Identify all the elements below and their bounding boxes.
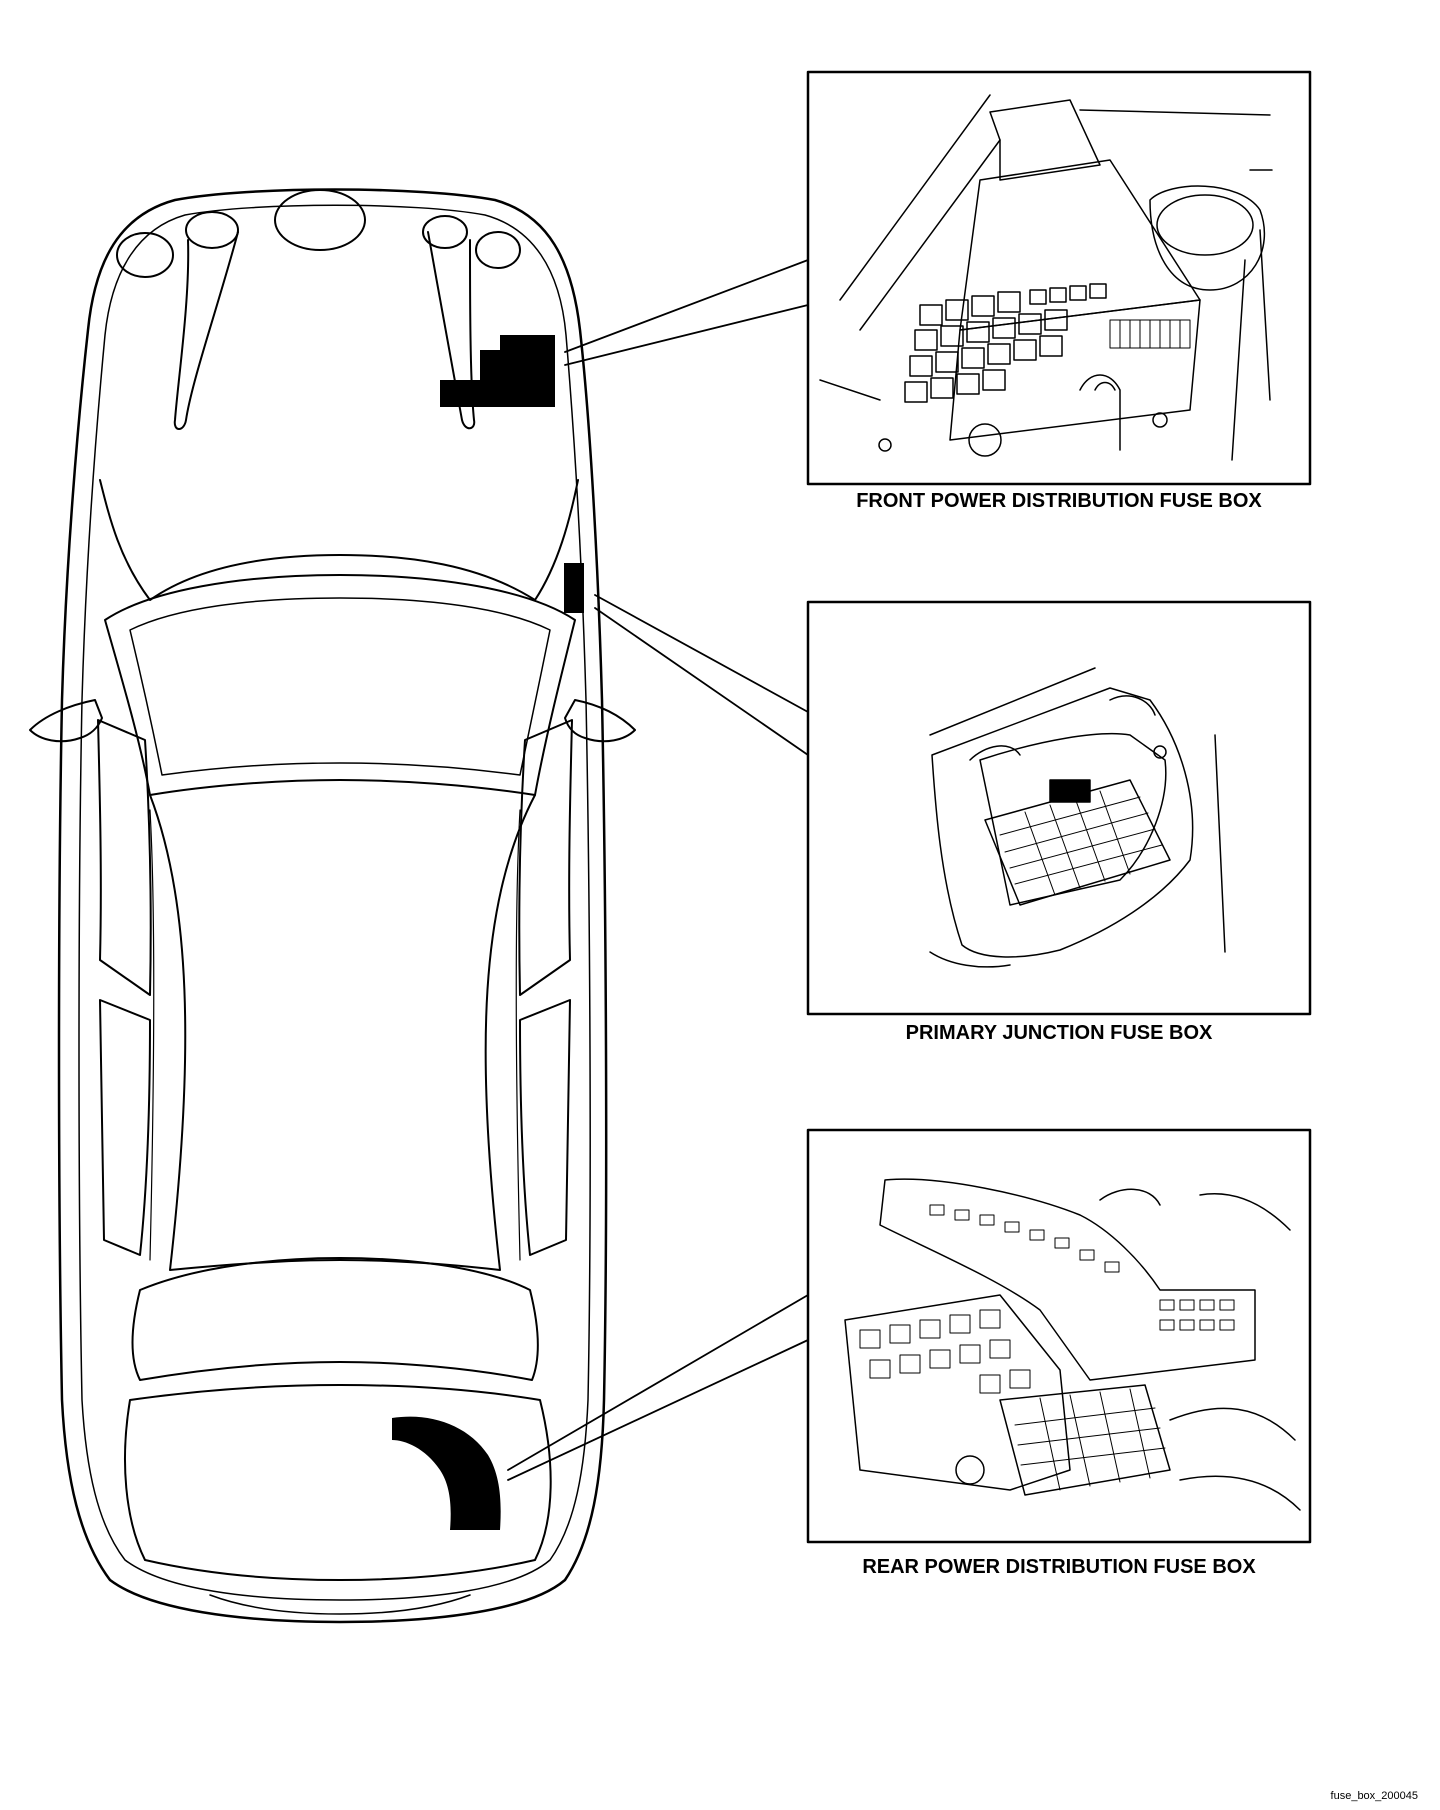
rear-lid: [879, 1178, 1256, 1381]
leader-rear-lower: [507, 1339, 809, 1481]
windscreen-glass: [129, 597, 551, 776]
front-fuse-box-caption: FRONT POWER DISTRIBUTION FUSE BOX: [856, 490, 1262, 512]
rear-fuse-box-marker: [392, 1416, 501, 1530]
side-window-left-rear: [99, 999, 151, 1256]
front-relays: [904, 283, 1107, 403]
rear-relays: [859, 1309, 1031, 1394]
bonnet-shutline: [99, 479, 579, 601]
front-panel-frame: [806, 70, 1312, 486]
roof-outline: [149, 794, 536, 1271]
primary-panel-frame: [806, 600, 1312, 1016]
leader-primary-upper: [594, 594, 809, 713]
front-fuse-box-marker: [440, 335, 555, 407]
roof-line-left: [149, 809, 155, 1261]
rear-fuse-box-illustration: [844, 1178, 1301, 1511]
rear-window: [131, 1257, 539, 1381]
bonnet-ridge-left: [173, 231, 239, 430]
headlight-left-inner: [185, 211, 239, 249]
primary-fuse-box-marker: [564, 563, 584, 613]
mirror-left: [29, 699, 103, 743]
car-body-outline: [57, 188, 608, 1624]
leader-rear-upper: [507, 1294, 809, 1471]
rear-fuse-box-panel: [806, 1128, 1312, 1544]
rear-panel-frame: [806, 1128, 1312, 1544]
side-window-right-rear: [519, 999, 571, 1256]
side-window-right-front: [518, 719, 573, 996]
car-body-inner: [78, 204, 591, 1601]
headlight-right-inner: [422, 215, 468, 249]
leader-lines: [507, 259, 809, 1481]
side-window-left-front: [97, 719, 152, 996]
windscreen-frame: [104, 574, 576, 796]
roof-line-right: [515, 809, 521, 1261]
grille: [274, 189, 366, 251]
leader-front-lower: [564, 304, 809, 366]
leader-front-upper: [564, 259, 809, 353]
leader-primary-lower: [594, 607, 809, 756]
front-mini-fuses: [1109, 319, 1191, 349]
primary-fuse-box-panel: [806, 600, 1312, 1016]
mirror-right: [564, 699, 636, 743]
rear-bumper: [209, 1594, 471, 1615]
boot-lid: [124, 1384, 552, 1581]
front-fuse-box-panel: [806, 70, 1312, 486]
bonnet-ridge-right: [427, 231, 476, 430]
front-fuse-box-illustration: [819, 94, 1273, 461]
figure-reference-code: fuse_box_200045: [1330, 1790, 1418, 1802]
headlight-right-outer: [475, 231, 521, 269]
rear-fuse-box-caption: REAR POWER DISTRIBUTION FUSE BOX: [862, 1556, 1256, 1578]
primary-fuse-box-caption: PRIMARY JUNCTION FUSE BOX: [905, 1022, 1213, 1044]
car-top-view: [29, 188, 636, 1624]
primary-fuse-box-illustration: [929, 667, 1226, 968]
headlight-left-outer: [116, 232, 174, 278]
